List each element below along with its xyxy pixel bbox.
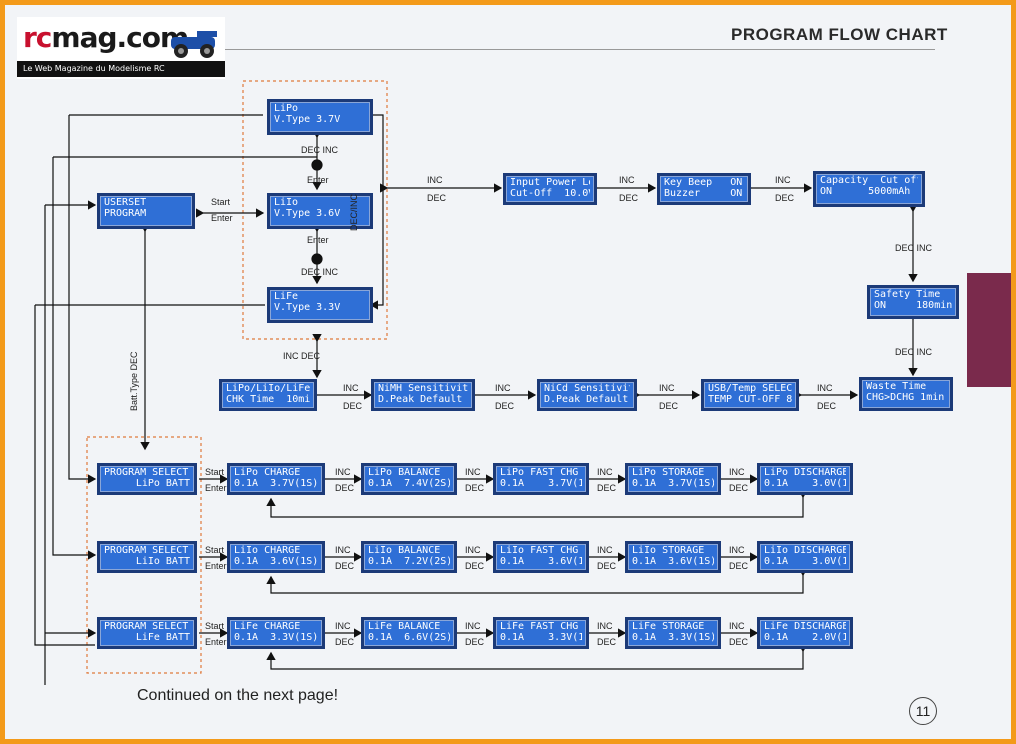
row3-dec-3: DEC — [597, 637, 617, 647]
label-dec-f: DEC — [495, 401, 515, 411]
section-tab — [967, 273, 1011, 387]
row2-dec-1: DEC — [335, 561, 355, 571]
row1-inc-4: INC — [729, 467, 745, 477]
row3-inc-3: INC — [597, 621, 613, 631]
label-dec-inc-1: DEC INC — [301, 145, 339, 155]
site-logo[interactable]: rcmag.com Le Web Magazine du Modelisme R… — [17, 17, 225, 79]
label-inc-d: INC — [817, 383, 833, 393]
row1-inc-3: INC — [597, 467, 613, 477]
row3-enter: Enter — [205, 637, 227, 647]
label-enter-1: Enter — [307, 175, 329, 185]
row2-dec-2: DEC — [465, 561, 485, 571]
label-dec-inc-4: DEC INC — [895, 347, 933, 357]
label-dec-a: DEC — [427, 193, 447, 203]
continued-note: Continued on the next page! — [137, 687, 339, 704]
row2-inc-3: INC — [597, 545, 613, 555]
logo-tagline: Le Web Magazine du Modelisme RC — [17, 61, 225, 77]
page-title: PROGRAM FLOW CHART — [731, 25, 948, 44]
label-inc-dec: INC DEC — [283, 351, 321, 361]
row2-start: Start — [205, 545, 225, 555]
label-inc-e: INC — [659, 383, 675, 393]
label-enter: Enter — [211, 213, 233, 223]
row3-inc-4: INC — [729, 621, 745, 631]
row2-inc-2: INC — [465, 545, 481, 555]
row1-start: Start — [205, 467, 225, 477]
page-number: 11 — [909, 697, 937, 725]
row3-start: Start — [205, 621, 225, 631]
row3-inc-2: INC — [465, 621, 481, 631]
row3-dec-4: DEC — [729, 637, 749, 647]
row3-inc-1: INC — [335, 621, 351, 631]
label-inc-b: INC — [619, 175, 635, 185]
row1-inc-2: INC — [465, 467, 481, 477]
label-enter-2: Enter — [307, 235, 329, 245]
label-dec-slash-inc: DEC/INC — [349, 193, 359, 231]
row2-enter: Enter — [205, 561, 227, 571]
label-batt-type-dec: Batt.Type DEC — [129, 351, 139, 411]
label-dec-inc-2: DEC INC — [301, 267, 339, 277]
label-dec-d: DEC — [817, 401, 837, 411]
label-inc-f: INC — [495, 383, 511, 393]
header-rule — [225, 49, 935, 50]
lcd-input-power[interactable]: Input Power LowCut-Off 10.0V — [503, 173, 597, 205]
label-dec-g: DEC — [343, 401, 363, 411]
row1-dec-3: DEC — [597, 483, 617, 493]
label-inc-g: INC — [343, 383, 359, 393]
label-inc-a: INC — [427, 175, 443, 185]
label-inc-c: INC — [775, 175, 791, 185]
logo-wordmark: rcmag.com — [23, 21, 189, 54]
row2-inc-1: INC — [335, 545, 351, 555]
row2-inc-4: INC — [729, 545, 745, 555]
rc-car-icon — [171, 31, 217, 58]
label-start: Start — [211, 197, 231, 207]
row1-dec-1: DEC — [335, 483, 355, 493]
row1-inc-1: INC — [335, 467, 351, 477]
row2-dec-3: DEC — [597, 561, 617, 571]
label-dec-inc-3: DEC INC — [895, 243, 933, 253]
label-dec-c: DEC — [775, 193, 795, 203]
row3-dec-1: DEC — [335, 637, 355, 647]
row1-enter: Enter — [205, 483, 227, 493]
label-dec-b: DEC — [619, 193, 639, 203]
row2-dec-4: DEC — [729, 561, 749, 571]
row1-dec-2: DEC — [465, 483, 485, 493]
label-dec-e: DEC — [659, 401, 679, 411]
row1-dec-4: DEC — [729, 483, 749, 493]
row3-dec-2: DEC — [465, 637, 485, 647]
flow-connectors — [34, 80, 918, 685]
